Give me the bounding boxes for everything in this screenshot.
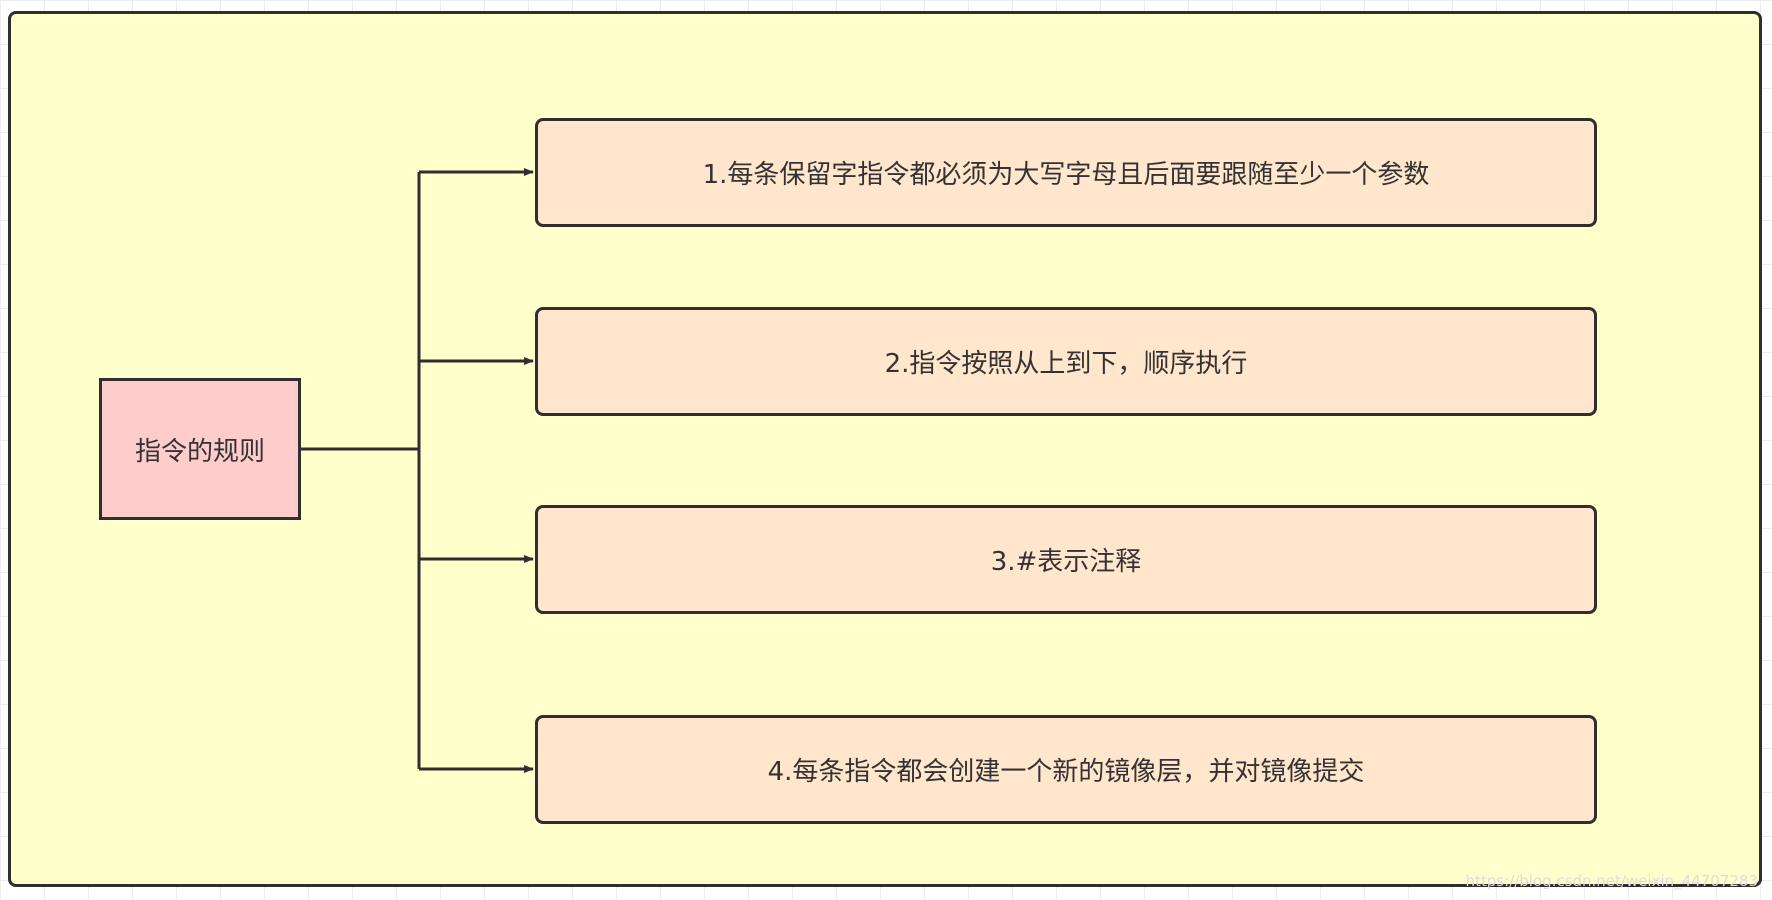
- rule-node-4[interactable]: 4.每条指令都会创建一个新的镜像层，并对镜像提交: [535, 715, 1597, 824]
- root-node[interactable]: 指令的规则: [99, 378, 301, 520]
- rule-node-3[interactable]: 3.#表示注释: [535, 505, 1597, 614]
- rule-node-label: 2.指令按照从上到下，顺序执行: [884, 349, 1248, 379]
- root-node-label: 指令的规则: [134, 436, 265, 467]
- rule-node-label: 1.每条保留字指令都必须为大写字母且后面要跟随至少一个参数: [702, 160, 1430, 190]
- watermark-text: https://blog.csdn.net/weixin_44707283: [1465, 872, 1758, 890]
- rule-node-2[interactable]: 2.指令按照从上到下，顺序执行: [535, 307, 1597, 416]
- rule-node-1[interactable]: 1.每条保留字指令都必须为大写字母且后面要跟随至少一个参数: [535, 118, 1597, 227]
- rule-node-label: 4.每条指令都会创建一个新的镜像层，并对镜像提交: [767, 757, 1365, 787]
- rule-node-label: 3.#表示注释: [990, 547, 1142, 577]
